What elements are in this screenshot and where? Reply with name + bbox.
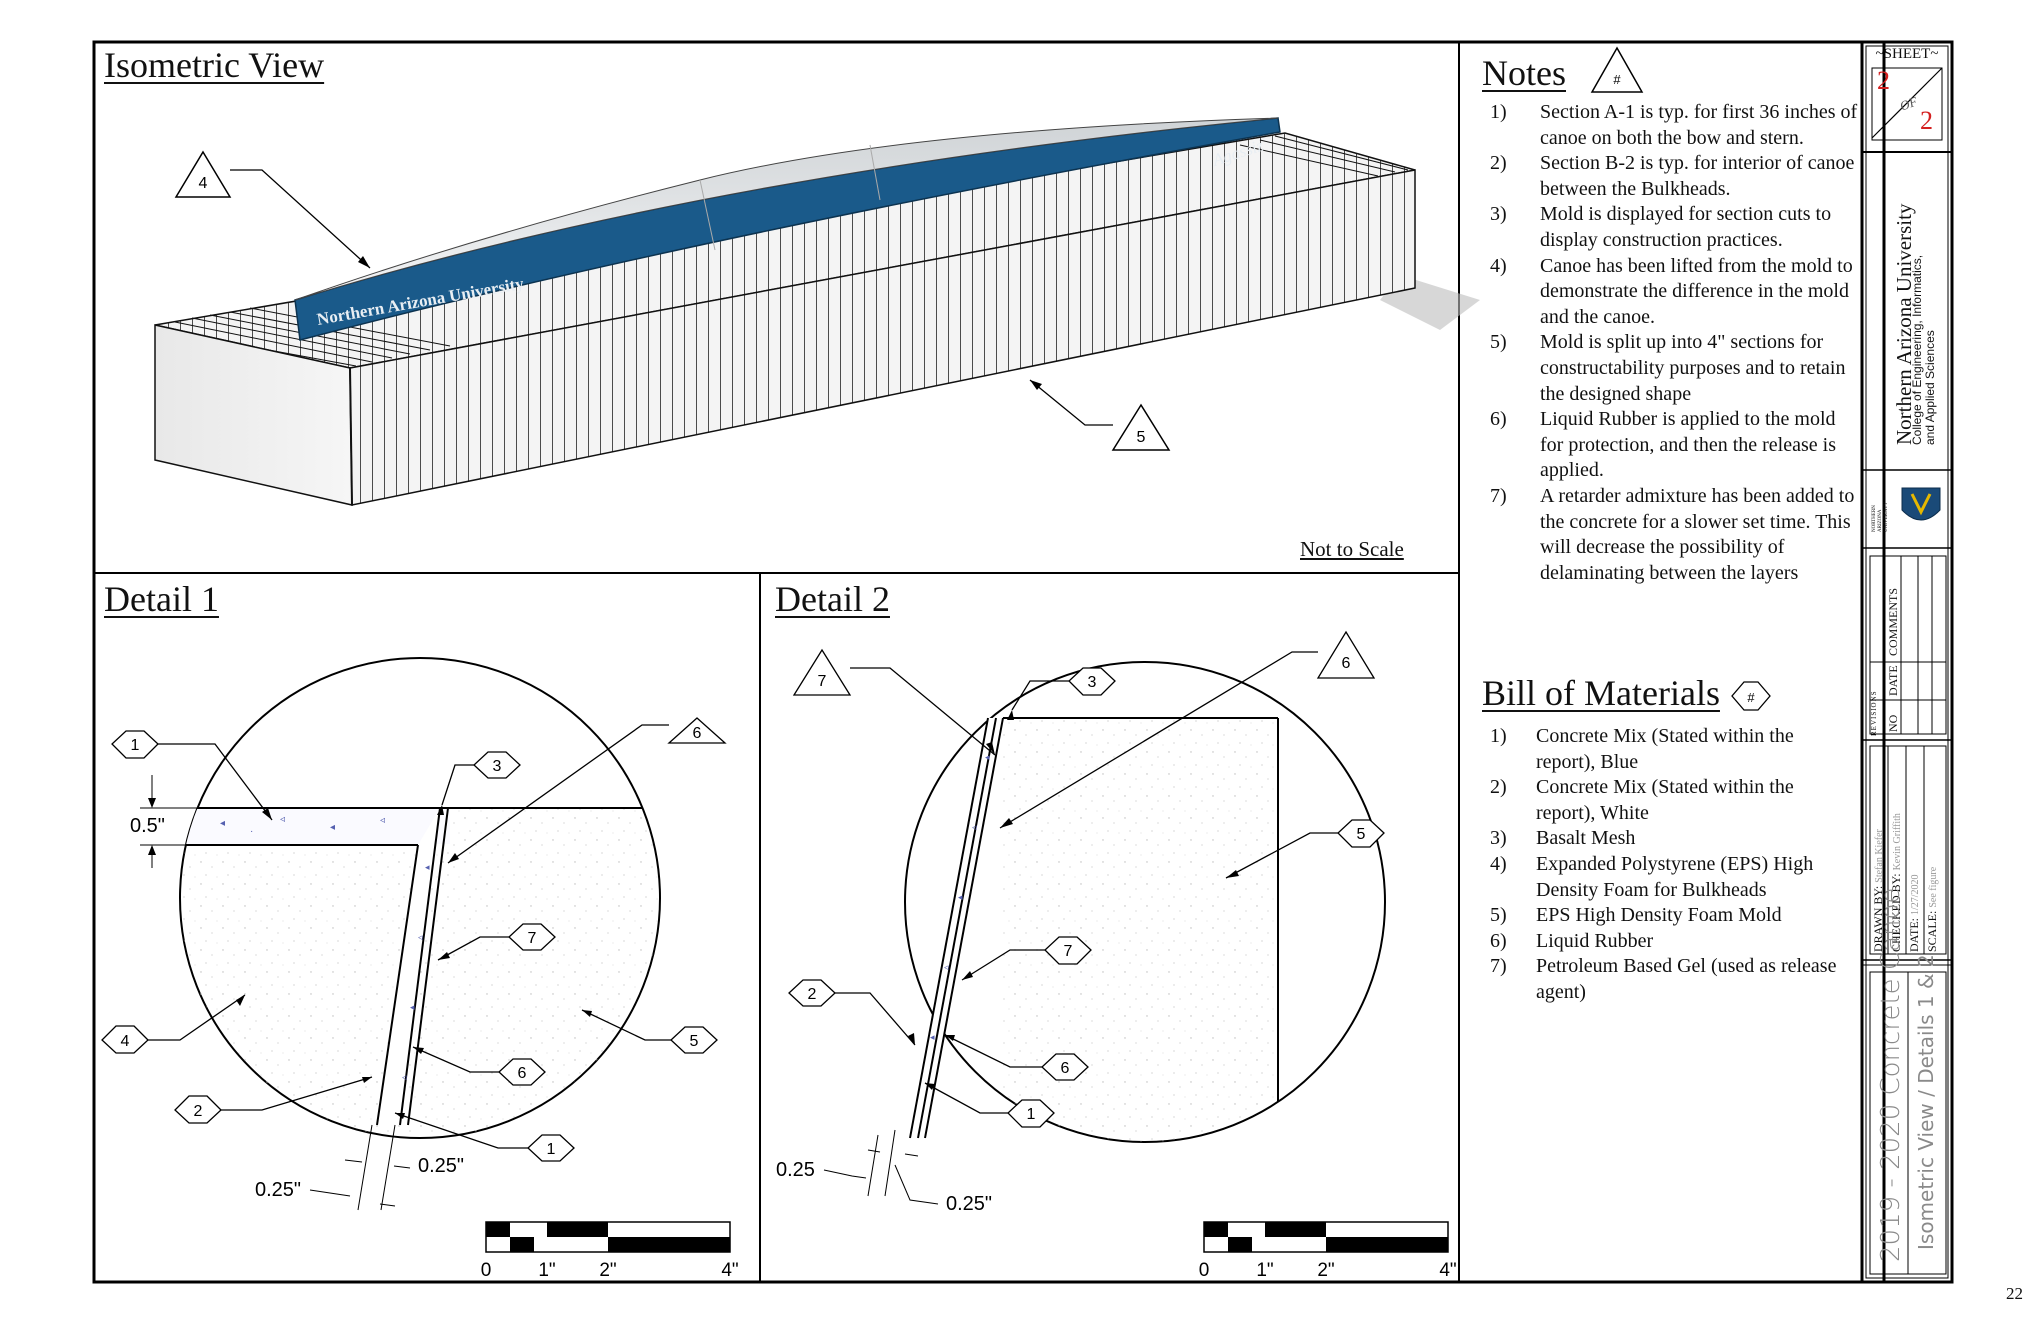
svg-text:4: 4 [121, 1033, 130, 1050]
not-to-scale-label: Not to Scale [1300, 537, 1404, 561]
revisions-label: REVISIONS [1870, 690, 1878, 736]
note-item: 7)A retarder admixture has been added to… [1490, 484, 1855, 584]
svg-text:◃: ◃ [402, 1072, 407, 1082]
svg-text:1": 1" [538, 1260, 555, 1281]
bom-list: 1)Concrete Mix (Stated within the report… [1490, 724, 1854, 1006]
svg-text:0: 0 [1199, 1260, 1210, 1281]
svg-text:4: 4 [199, 175, 208, 192]
note-item: 6)Liquid Rubber is applied to the mold f… [1490, 408, 1836, 482]
detail1-dim-right: 0.25" [418, 1155, 464, 1177]
notes-list: 1)Section A-1 is typ. for first 36 inche… [1490, 100, 1858, 586]
svg-text:6: 6 [518, 1065, 527, 1082]
svg-text:6: 6 [1061, 1060, 1070, 1077]
iso-callout-5: 5 [1029, 379, 1171, 451]
logo-text: NORTHERN ARIZONA UNIVERSITY [1872, 502, 1889, 532]
isometric-view-title: Isometric View [104, 45, 325, 85]
sheet-total: 2 [1920, 106, 1933, 135]
svg-text:◂: ◂ [425, 862, 430, 872]
svg-text:6: 6 [693, 725, 702, 742]
note-item: 1)Section A-1 is typ. for first 36 inche… [1490, 101, 1858, 149]
project-title: 2019 - 2020 Concrete Canoe [1876, 887, 1906, 1262]
svg-text:◂: ◂ [985, 752, 990, 762]
scale-row: SCALE: See figure [1925, 866, 1939, 952]
detail1-dim-left: 0.25" [255, 1179, 301, 1201]
svg-text:◂: ◂ [220, 818, 225, 829]
bom-item: 1)Concrete Mix (Stated within the report… [1490, 725, 1794, 773]
svg-text:◂: ◂ [958, 892, 963, 902]
svg-text:◃: ◃ [944, 962, 949, 972]
svg-text:◃: ◃ [972, 822, 977, 832]
svg-text:2: 2 [808, 986, 817, 1003]
svg-text:#: # [1747, 690, 1755, 705]
title-block-border [1860, 40, 1954, 1284]
detail1-dim-top: 0.5" [130, 815, 165, 837]
svg-text:5: 5 [690, 1033, 699, 1050]
bom-item: 5)EPS High Density Foam Mold [1490, 904, 1782, 927]
detail2-title: Detail 2 [775, 579, 890, 619]
svg-text:7: 7 [1064, 943, 1073, 960]
nau-logo [1901, 487, 1941, 521]
svg-text:1": 1" [1256, 1260, 1273, 1281]
bom-title: Bill of Materials [1482, 673, 1720, 713]
detail2-drawing: ◂ ◃ ◂ ◃ ◂ 0.25 0.25" [776, 630, 1457, 1281]
detail1-scale-bar: 0 1" 2" 4" [481, 1221, 739, 1281]
college-line2: and Applied Sciences [1923, 330, 1937, 445]
note-item: 2)Section B-2 is typ. for interior of ca… [1490, 152, 1855, 200]
detail2-dim-left: 0.25 [776, 1159, 815, 1181]
note-item: 5)Mold is split up into 4" sections for … [1490, 331, 1846, 405]
rev-date-label: DATE [1886, 665, 1900, 696]
bom-item: 6)Liquid Rubber [1490, 929, 1654, 952]
bom-symbol: # [1731, 681, 1771, 711]
svg-text:◂: ◂ [410, 1002, 415, 1012]
sheet-number: 2 [1877, 66, 1890, 95]
notes-symbol: # [1590, 46, 1644, 93]
svg-text:4": 4" [1439, 1260, 1456, 1281]
note-item: 3)Mold is displayed for section cuts to … [1490, 203, 1832, 251]
svg-text:◃: ◃ [418, 932, 423, 942]
svg-text:5: 5 [1137, 429, 1146, 446]
college-line1: College of Engineering, Informatics, [1910, 254, 1924, 445]
svg-text:4": 4" [721, 1260, 738, 1281]
svg-text:5: 5 [1357, 826, 1366, 843]
svg-text:0: 0 [481, 1260, 492, 1281]
bom-item: 3)Basalt Mesh [1490, 827, 1636, 850]
sheet-description: Isometric View / Details 1 & 2 [1914, 954, 1938, 1250]
detail1-drawing: ◂◃◂ ◃◂· ◂◃◂◃ 0.5" 0.25" 0.25" [101, 657, 739, 1281]
note-item: 4)Canoe has been lifted from the mold to… [1490, 254, 1853, 328]
svg-text:◃: ◃ [380, 815, 385, 826]
sheet-label: ~SHEET~ [1875, 46, 1939, 62]
svg-text:◃: ◃ [280, 814, 285, 825]
svg-text:7: 7 [528, 930, 537, 947]
svg-text:2": 2" [1317, 1260, 1334, 1281]
svg-text:·: · [250, 826, 253, 837]
detail1-title: Detail 1 [104, 579, 219, 619]
svg-text:1: 1 [547, 1141, 556, 1158]
svg-text:6: 6 [1342, 655, 1351, 672]
svg-text:◂: ◂ [330, 822, 335, 833]
svg-text:#: # [1613, 72, 1621, 87]
rev-comments-label: COMMENTS [1886, 587, 1900, 656]
bom-item: 2)Concrete Mix (Stated within the report… [1490, 776, 1794, 824]
bom-item: 7)Petroleum Based Gel (used as release a… [1490, 955, 1837, 1003]
date-row: DATE: 1/27/2020 [1907, 874, 1921, 952]
detail2-dim-right: 0.25" [946, 1193, 992, 1215]
svg-text:3: 3 [493, 758, 502, 775]
rev-no-label: NO [1886, 714, 1900, 732]
bom-item: 4)Expanded Polystyrene (EPS) High Densit… [1490, 852, 1814, 901]
svg-text:◂: ◂ [930, 1032, 935, 1042]
svg-text:7: 7 [818, 673, 827, 690]
page-number: 22 [2006, 1284, 2023, 1303]
svg-text:1: 1 [1027, 1106, 1036, 1123]
isometric-mold: Northern Arizona University Agassiz [154, 117, 1480, 506]
svg-text:2: 2 [194, 1103, 203, 1120]
svg-text:2": 2" [599, 1260, 616, 1281]
svg-text:3: 3 [1088, 674, 1097, 691]
iso-callout-4: 4 [174, 150, 371, 269]
svg-text:1: 1 [131, 737, 140, 754]
detail2-scale-bar: 0 1" 2" 4" [1199, 1221, 1457, 1281]
notes-title: Notes [1482, 53, 1566, 93]
